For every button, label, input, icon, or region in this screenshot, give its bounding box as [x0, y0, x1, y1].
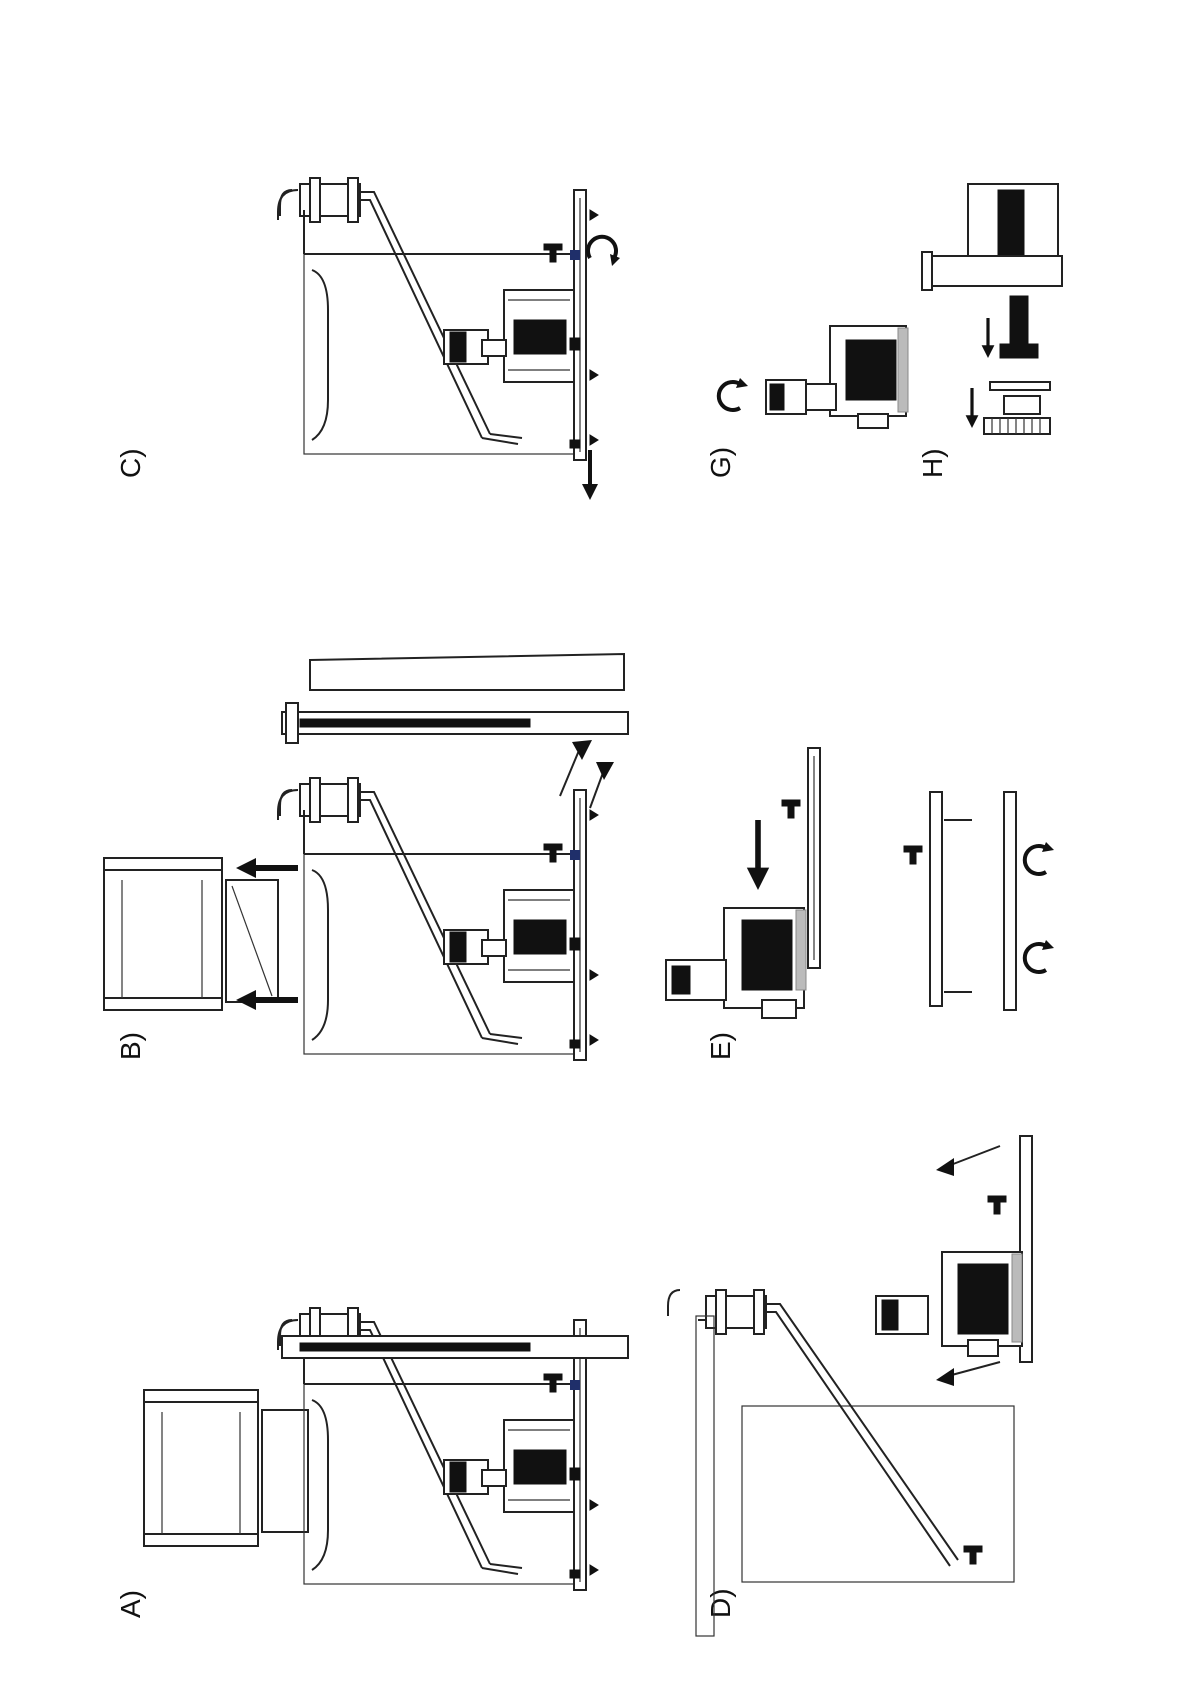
panel-d: D) [668, 1136, 1032, 1636]
arrow-down-icon [747, 820, 769, 890]
bottom-plate [1004, 792, 1016, 1010]
panel-label-d: D) [705, 1588, 736, 1618]
panel-label-e: E) [705, 1032, 736, 1060]
arrow-down-icon [966, 388, 979, 428]
panel-h: H) [917, 184, 1062, 478]
panel-label-h: H) [917, 448, 948, 478]
panel-a: A) [115, 1308, 628, 1618]
arrow-down-icon [982, 318, 995, 358]
rotate-icon [719, 378, 748, 410]
skimmer-assembly-b [278, 778, 598, 1060]
cover-plate [310, 654, 624, 690]
base-plate [930, 792, 942, 1006]
rotate-icon [588, 237, 620, 266]
panel-g: G) [705, 326, 908, 478]
rotate-icon [1025, 940, 1054, 972]
rotate-icon [1025, 842, 1054, 874]
panel-label-c: C) [115, 448, 146, 478]
arrow-left-icon [236, 858, 298, 878]
panel-b: B) [104, 654, 628, 1060]
reaction-tube [144, 1390, 258, 1546]
panel-label-g: G) [705, 447, 736, 478]
panel-e: E) [666, 748, 1054, 1060]
panel-c: C) [115, 178, 620, 500]
panel-label-a: A) [115, 1590, 146, 1618]
skimmer-assembly-c [278, 178, 598, 460]
panel-label-b: B) [115, 1032, 146, 1060]
